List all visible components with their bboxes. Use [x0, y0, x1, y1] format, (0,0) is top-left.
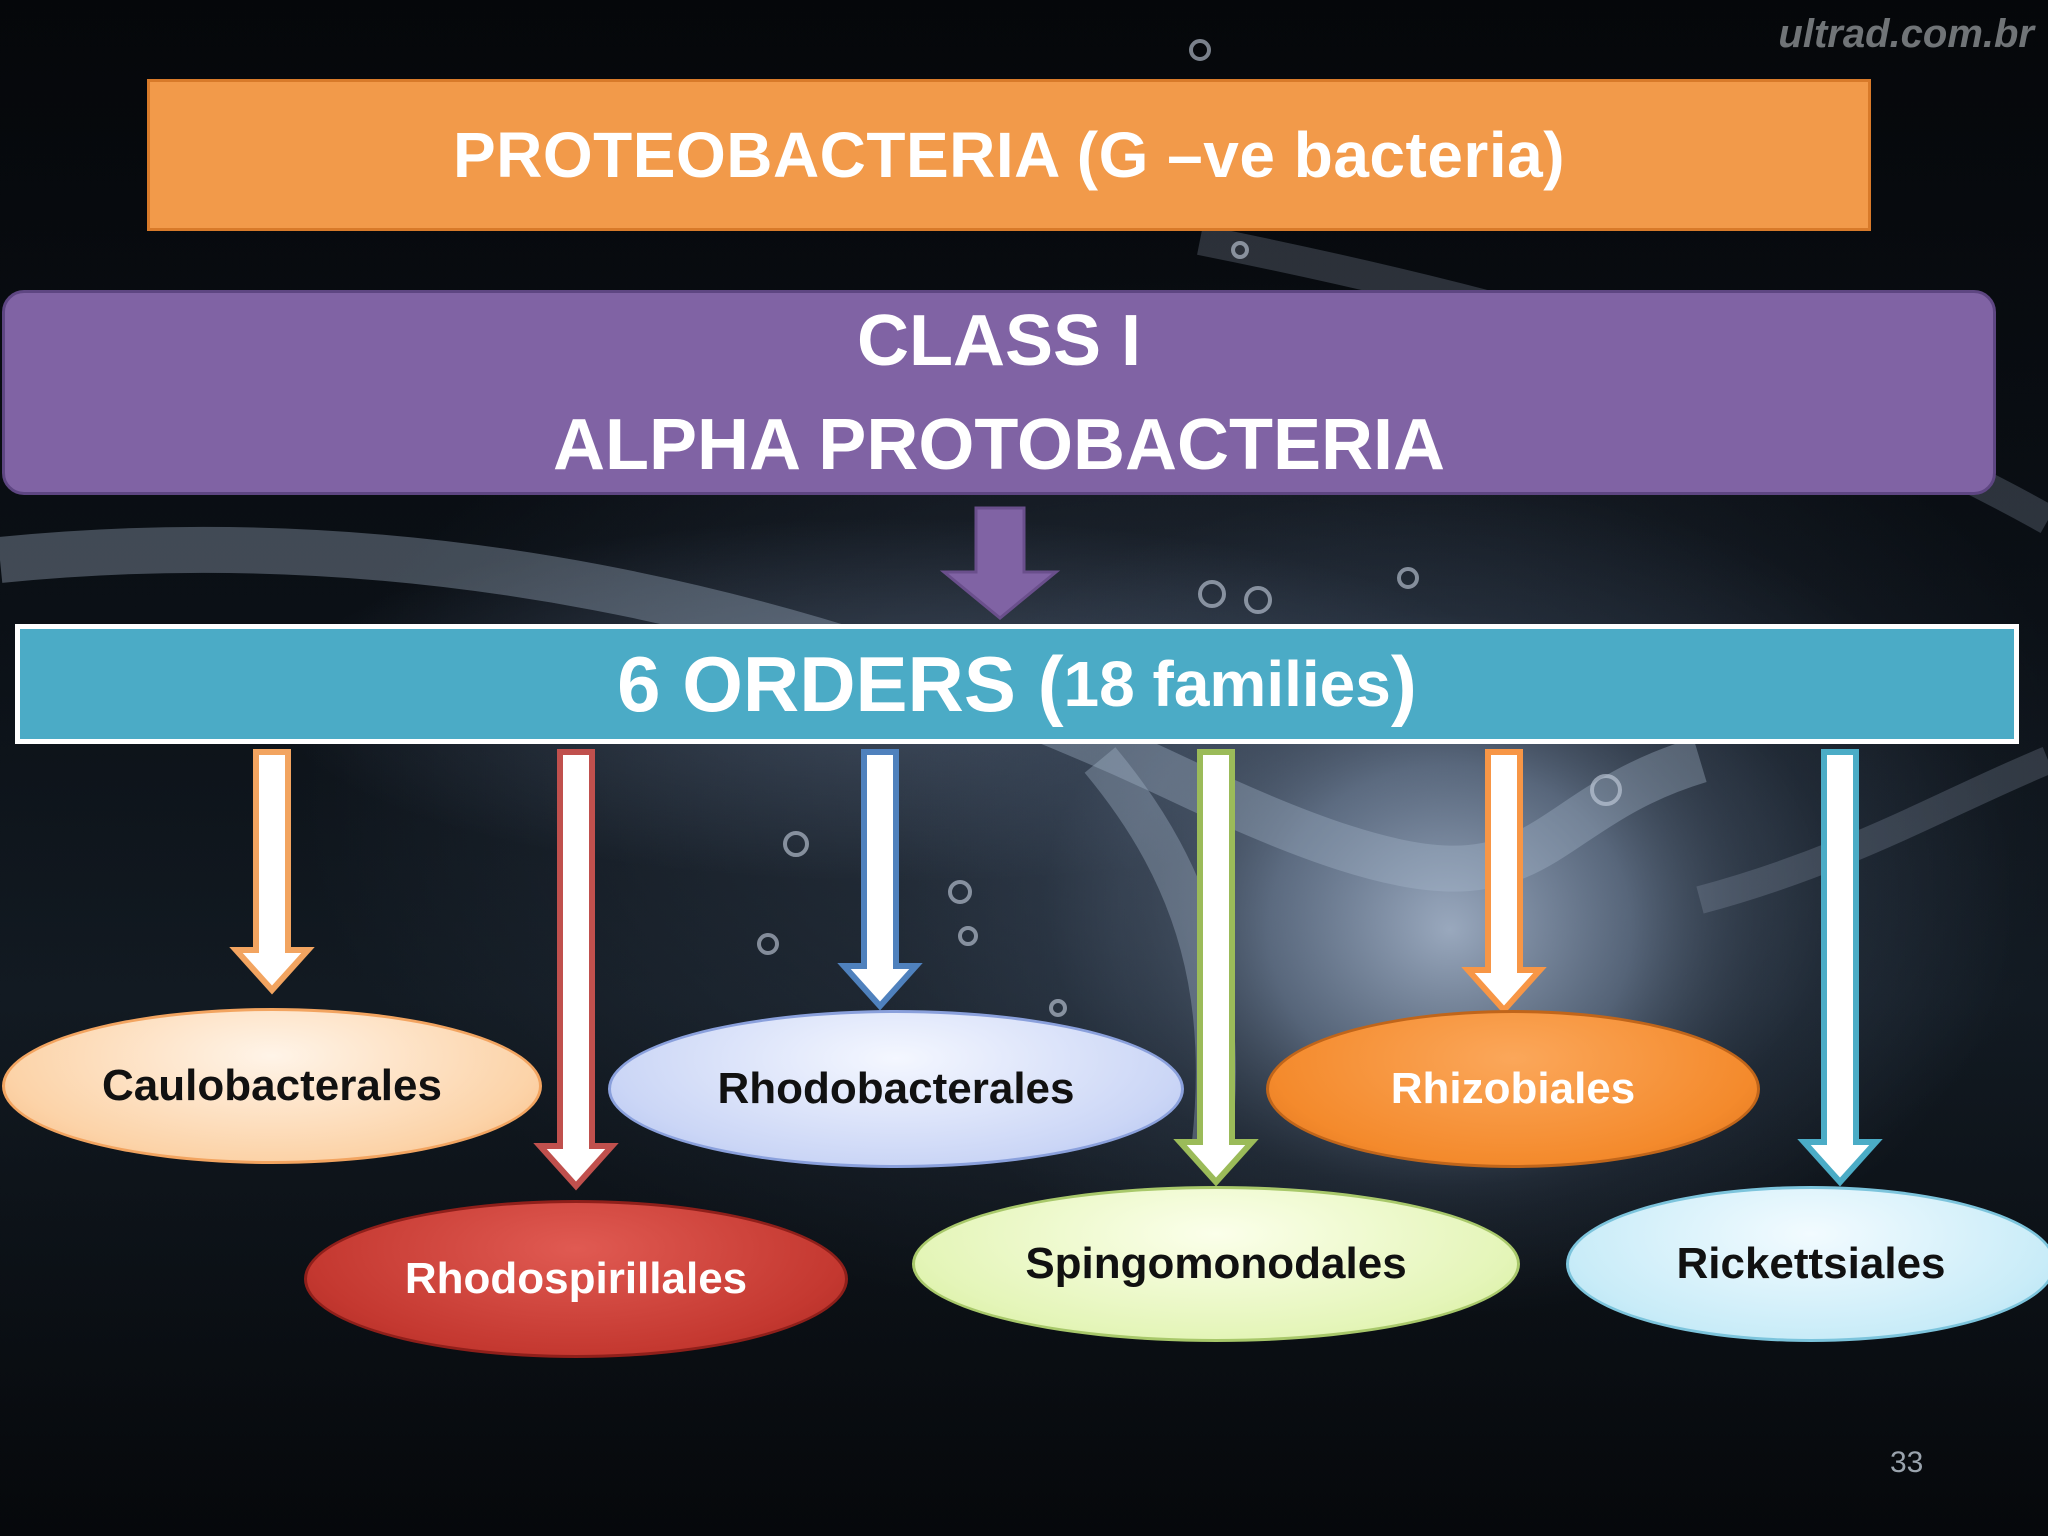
arrow-to-spingomonodales [1173, 749, 1259, 1187]
order-rhodospirillales: Rhodospirillales [304, 1200, 848, 1358]
order-label: Rhizobiales [1390, 1064, 1636, 1113]
arrow-to-rhodobacterales [837, 749, 923, 1011]
arrow-to-rhodospirillales [533, 749, 619, 1191]
order-rhodobacterales: Rhodobacterales [608, 1010, 1184, 1168]
order-rhizobiales: Rhizobiales [1266, 1010, 1760, 1168]
orders-families-text: 18 families [1063, 648, 1391, 720]
class-banner: CLASS I ALPHA PROTOBACTERIA [2, 290, 1996, 495]
page-number: 33 [1890, 1446, 1924, 1479]
class-line-1: CLASS I [856, 300, 1142, 381]
class-line-2: ALPHA PROTOBACTERIA [552, 404, 1446, 485]
order-caulobacterales: Caulobacterales [2, 1008, 542, 1164]
order-label: Spingomonodales [1025, 1239, 1407, 1288]
title-text: PROTEOBACTERIA (G –ve bacteria) [452, 119, 1566, 191]
arrow-to-caulobacterales [229, 749, 315, 995]
watermark-text: ultrad.com.br [1778, 12, 2034, 56]
order-label: Rickettsiales [1676, 1239, 1946, 1288]
orders-banner: 6 ORDERS (18 families) [15, 624, 2019, 744]
orders-count-text: 6 ORDERS ( [617, 639, 1064, 728]
order-label: Caulobacterales [102, 1061, 442, 1110]
order-rickettsiales: Rickettsiales [1566, 1186, 2048, 1342]
title-banner: PROTEOBACTERIA (G –ve bacteria) [147, 79, 1871, 231]
order-spingomonodales: Spingomonodales [912, 1186, 1520, 1342]
order-label: Rhodospirillales [404, 1254, 748, 1303]
arrow-to-rickettsiales [1797, 749, 1883, 1187]
orders-close-paren: ) [1390, 639, 1417, 728]
class-to-orders-arrow [939, 506, 1061, 620]
order-label: Rhodobacterales [717, 1064, 1075, 1113]
arrow-to-rhizobiales [1461, 749, 1547, 1015]
